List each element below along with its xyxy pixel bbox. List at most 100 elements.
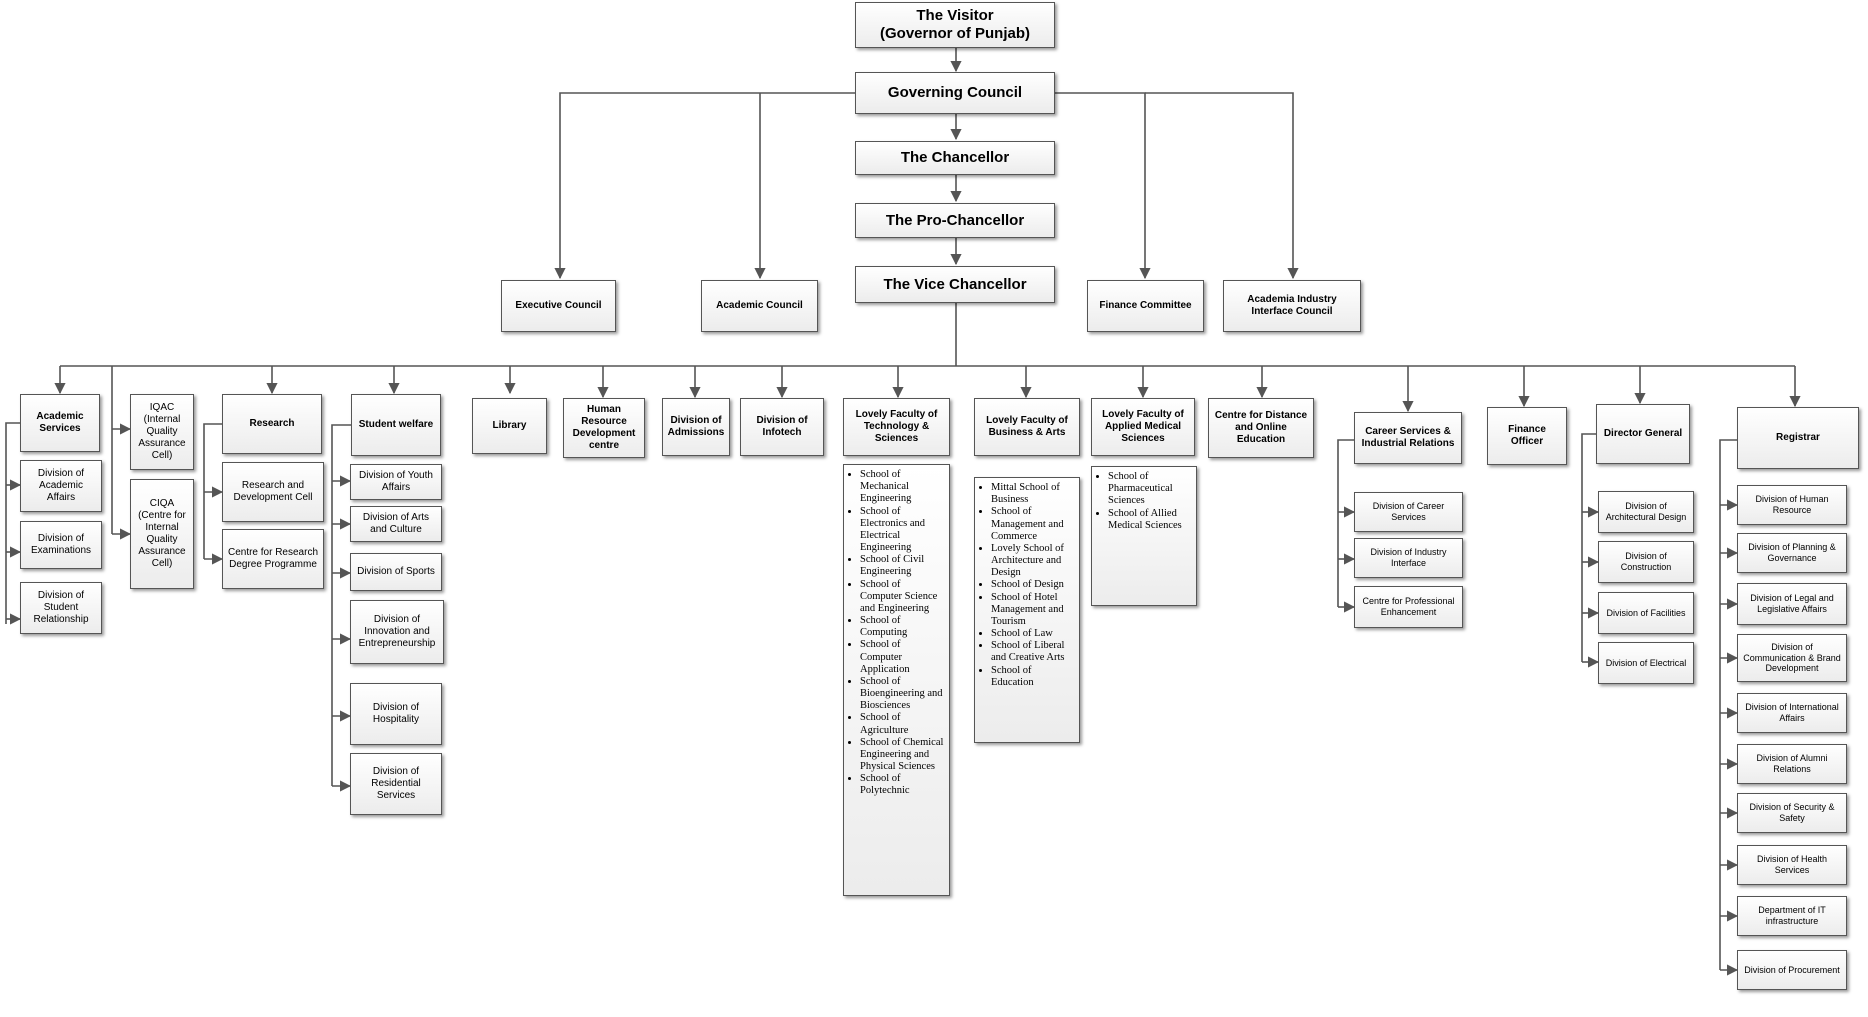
lfba-school-item: School of Management and Commerce — [991, 506, 1075, 543]
academic-council-box: Academic Council — [701, 280, 818, 332]
ciqa-label: CIQA (Centre for Internal Quality Assura… — [138, 498, 186, 569]
admissions-box: Division of Admissions — [662, 398, 730, 456]
pro-chancellor-label: The Pro-Chancellor — [885, 211, 1025, 229]
lfba-school-item: School of Liberal and Creative Arts — [991, 640, 1075, 664]
chancellor-label: The Chancellor — [900, 149, 1010, 166]
youth-affairs-label: Division of Youth Affairs — [359, 470, 433, 493]
academic-services-box: Academic Services — [20, 394, 100, 452]
student-relationship-label: Division of Student Relationship — [33, 590, 89, 625]
academic-services-label: Academic Services — [36, 411, 84, 434]
ciqa-box: CIQA (Centre for Internal Quality Assura… — [130, 479, 194, 589]
lfts-school-item: School of Computing — [860, 615, 945, 639]
academic-council-label: Academic Council — [716, 300, 803, 311]
health-services-label: Division of Health Services — [1756, 854, 1828, 875]
hospitality-box: Division of Hospitality — [350, 683, 442, 745]
research-label: Research — [249, 418, 295, 429]
governing-council-box: Governing Council — [855, 72, 1055, 114]
lfts-school-item: School of Bioengineering and Biosciences — [860, 676, 945, 713]
finance-officer-label: Finance Officer — [1508, 424, 1546, 447]
research-box: Research — [222, 394, 322, 454]
industry-interface-label: Division of Industry Interface — [1370, 547, 1447, 568]
lfba-schools-list: Mittal School of BusinessSchool of Manag… — [974, 477, 1080, 743]
director-general-box: Director General — [1596, 404, 1690, 464]
examinations-label: Division of Examinations — [30, 533, 92, 556]
construction-box: Division of Construction — [1598, 541, 1694, 583]
human-resource-box: Division of Human Resource — [1737, 485, 1847, 525]
finance-officer-box: Finance Officer — [1487, 407, 1567, 465]
research-degree-programme-label: Centre for Research Degree Programme — [227, 547, 319, 570]
lfts-school-item: School of Agriculture — [860, 712, 945, 736]
iqac-label: IQAC (Internal Quality Assurance Cell) — [138, 402, 186, 461]
security-safety-label: Division of Security & Safety — [1749, 802, 1835, 823]
architectural-design-box: Division of Architectural Design — [1598, 491, 1694, 533]
lfts-schools-list: School of Mechanical EngineeringSchool o… — [843, 464, 950, 896]
architectural-design-label: Division of Architectural Design — [1605, 501, 1687, 522]
electrical-box: Division of Electrical — [1598, 642, 1694, 684]
lfts-school-item: School of Chemical Engineering and Physi… — [860, 737, 945, 774]
academic-affairs-box: Division of Academic Affairs — [20, 460, 102, 512]
student-relationship-box: Division of Student Relationship — [20, 582, 102, 634]
lfams-schools-list: School of Pharmaceutical SciencesSchool … — [1091, 466, 1197, 606]
alumni-relations-box: Division of Alumni Relations — [1737, 744, 1847, 784]
arts-culture-label: Division of Arts and Culture — [362, 512, 430, 535]
planning-governance-box: Division of Planning & Governance — [1737, 533, 1847, 573]
student-welfare-label: Student welfare — [358, 419, 434, 430]
planning-governance-label: Division of Planning & Governance — [1748, 542, 1836, 563]
registrar-label: Registrar — [1776, 432, 1820, 443]
visitor-label: The Visitor (Governor of Punjab) — [880, 7, 1030, 42]
hospitality-label: Division of Hospitality — [372, 702, 420, 725]
lfba-school-item: Mittal School of Business — [991, 482, 1075, 506]
infotech-label: Division of Infotech — [756, 415, 808, 438]
professional-enhancement-box: Centre for Professional Enhancement — [1354, 586, 1463, 628]
innovation-label: Division of Innovation and Entrepreneurs… — [358, 614, 436, 649]
arts-culture-box: Division of Arts and Culture — [350, 506, 442, 542]
infotech-box: Division of Infotech — [740, 398, 824, 456]
research-development-cell-label: Research and Development Cell — [233, 480, 313, 503]
innovation-box: Division of Innovation and Entrepreneurs… — [350, 600, 444, 664]
it-infrastructure-box: Department of IT infrastructure — [1737, 896, 1847, 936]
international-affairs-label: Division of International Affairs — [1745, 702, 1839, 723]
industry-council-box: Academia Industry Interface Council — [1223, 280, 1361, 332]
lfams-label: Lovely Faculty of Applied Medical Scienc… — [1102, 409, 1184, 444]
lfba-school-item: School of Design — [991, 579, 1075, 591]
construction-label: Division of Construction — [1620, 551, 1672, 572]
cdoe-label: Centre for Distance and Online Education — [1214, 410, 1308, 445]
facilities-box: Division of Facilities — [1598, 592, 1694, 634]
lfams-box: Lovely Faculty of Applied Medical Scienc… — [1091, 398, 1195, 456]
lfts-school-item: School of Mechanical Engineering — [860, 469, 945, 506]
library-label: Library — [492, 420, 527, 431]
lfams-school-item: School of Pharmaceutical Sciences — [1108, 471, 1192, 508]
lfts-label: Lovely Faculty of Technology & Sciences — [855, 409, 938, 444]
lfts-school-item: School of Computer Application — [860, 639, 945, 676]
executive-council-box: Executive Council — [501, 280, 616, 332]
security-safety-box: Division of Security & Safety — [1737, 793, 1847, 833]
hrdc-label: Human Resource Development centre — [572, 404, 636, 451]
communication-branding-box: Division of Communication & Brand Develo… — [1737, 634, 1847, 682]
career-services-label: Career Services & Industrial Relations — [1361, 426, 1455, 449]
communication-branding-label: Division of Communication & Brand Develo… — [1743, 641, 1841, 674]
director-general-label: Director General — [1603, 428, 1683, 439]
lfba-school-item: School of Hotel Management and Tourism — [991, 592, 1075, 629]
human-resource-label: Division of Human Resource — [1755, 494, 1829, 515]
lfts-box: Lovely Faculty of Technology & Sciences — [843, 398, 950, 456]
examinations-box: Division of Examinations — [20, 521, 102, 569]
admissions-label: Division of Admissions — [667, 415, 725, 438]
lfba-label: Lovely Faculty of Business & Arts — [986, 415, 1068, 438]
chancellor-box: The Chancellor — [855, 141, 1055, 175]
legal-affairs-box: Division of Legal and Legislative Affair… — [1737, 583, 1847, 625]
it-infrastructure-label: Department of IT infrastructure — [1758, 905, 1826, 926]
registrar-box: Registrar — [1737, 407, 1859, 469]
legal-affairs-label: Division of Legal and Legislative Affair… — [1750, 593, 1834, 614]
iqac-box: IQAC (Internal Quality Assurance Cell) — [130, 394, 194, 470]
vice-chancellor-label: The Vice Chancellor — [883, 275, 1027, 293]
career-services-box: Career Services & Industrial Relations — [1354, 412, 1462, 464]
hrdc-box: Human Resource Development centre — [563, 398, 645, 458]
lfts-school-item: School of Computer Science and Engineeri… — [860, 579, 945, 616]
international-affairs-box: Division of International Affairs — [1737, 693, 1847, 733]
lfams-school-item: School of Allied Medical Sciences — [1108, 508, 1192, 532]
library-box: Library — [472, 398, 547, 454]
lfba-box: Lovely Faculty of Business & Arts — [974, 398, 1080, 456]
lfts-school-item: School of Civil Engineering — [860, 554, 945, 578]
facilities-label: Division of Facilities — [1606, 607, 1686, 618]
lfts-school-item: School of Electronics and Electrical Eng… — [860, 506, 945, 555]
